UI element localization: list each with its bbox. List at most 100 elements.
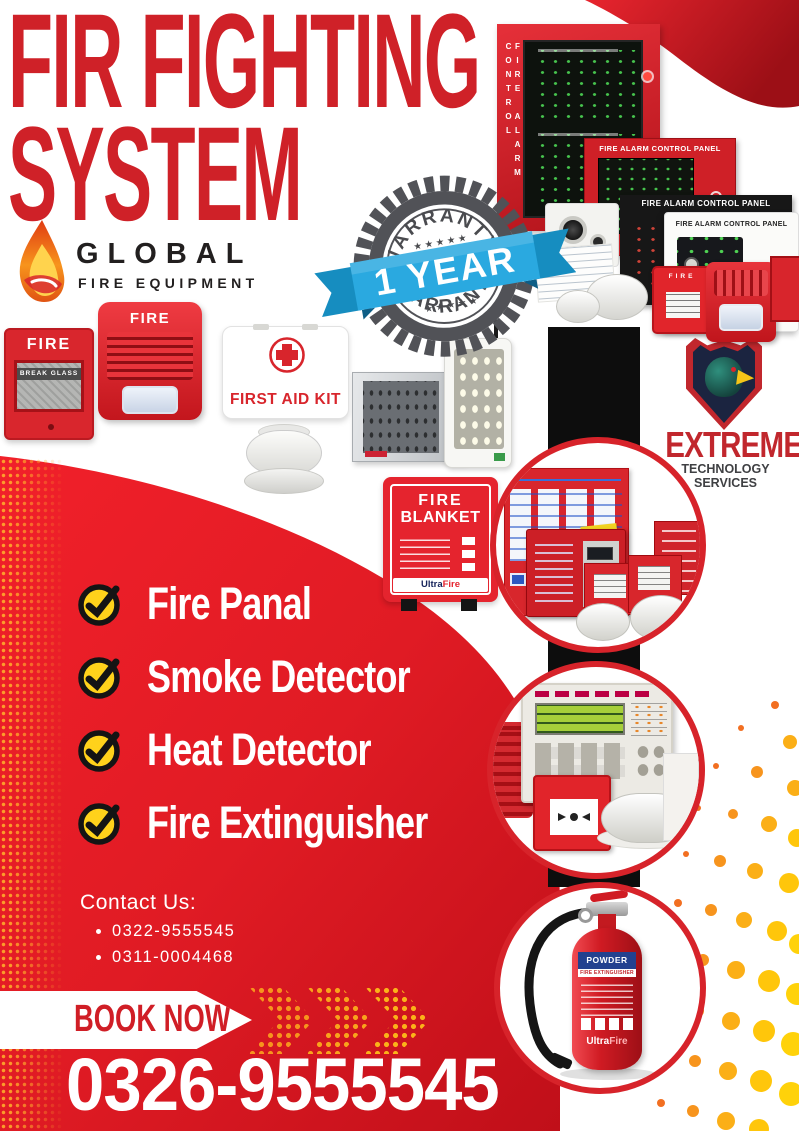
fire-cabinet <box>770 256 799 322</box>
first-aid-label: FIRST AID KIT <box>230 391 341 408</box>
sounder-ridges <box>714 270 768 296</box>
product-circle-addressable-panel <box>487 661 705 879</box>
kit-notch <box>302 324 318 330</box>
blanket-brand-b: Fire <box>442 579 461 590</box>
extinguisher-valve <box>586 902 628 916</box>
display-window <box>510 573 526 586</box>
heat-detector <box>576 603 630 641</box>
check-icon <box>78 657 120 699</box>
feature-label: Fire Extinguisher <box>147 796 428 848</box>
break-glass-title: FIRE <box>26 336 72 353</box>
blanket-title-line2: BLANKET <box>400 509 481 526</box>
sounder-slats <box>107 332 193 380</box>
blanket-brand-a: Ultra <box>420 579 443 590</box>
breaker-rows <box>363 381 439 453</box>
panel-tag <box>365 451 387 457</box>
hose-icon <box>524 907 597 1070</box>
feature-label: Smoke Detector <box>147 650 411 702</box>
flame-icon <box>19 220 65 302</box>
led-grid <box>454 349 504 449</box>
extinguisher-brand-a: Ultra <box>586 1036 610 1047</box>
panel-stripe <box>509 479 621 481</box>
bullet-icon <box>96 929 101 934</box>
call-point-label: FIRE <box>668 273 696 280</box>
eagle-beak <box>736 369 755 388</box>
extinguisher-neck <box>598 914 616 932</box>
lcd-display <box>535 703 625 735</box>
strobe-lens <box>122 386 178 414</box>
call-point-window <box>638 566 670 590</box>
panel-header-marks <box>535 691 655 697</box>
panel-side-label: FIRE ALARM CONTROL <box>504 42 522 182</box>
feature-item: Fire Panal <box>75 578 352 628</box>
break-glass-sublabel: BREAK GLASS <box>17 368 81 380</box>
pressure-gauge-icon <box>578 908 593 923</box>
white-module <box>663 753 699 841</box>
blanket-text-lines <box>400 537 450 569</box>
contact-block: Contact Us: 0322-9555545 0311-0004468 <box>80 891 235 967</box>
call-point: FIRE <box>652 266 712 334</box>
check-icon <box>78 730 120 772</box>
extinguisher-type-label: POWDER <box>578 952 636 969</box>
partner-subtitle: TECHNOLOGY SERVICES <box>681 462 770 490</box>
check-icon <box>78 803 120 845</box>
led-grid <box>532 49 636 122</box>
blanket-pictograms <box>462 535 475 571</box>
call-point-window <box>666 292 700 318</box>
extinguisher-sublabel: FIRE EXTINGUISHER <box>578 969 636 977</box>
call-point-window <box>594 574 626 598</box>
title-line2: SYSTEM <box>8 99 303 249</box>
eagle-eye <box>731 367 736 372</box>
panel-header-label: FIRE ALARM CONTROL PANEL <box>675 221 788 228</box>
extinguisher-brand: UltraFire <box>574 1036 640 1047</box>
smoke-detector <box>630 595 692 641</box>
panel-header-label: FIRE ALARM CONTROL PANEL <box>641 199 771 208</box>
light-sticker <box>494 453 505 461</box>
product-circle-extinguisher: POWDER FIRE EXTINGUISHER UltraFire <box>494 882 706 1094</box>
sounder-strobe <box>706 262 776 342</box>
display-window <box>587 547 613 560</box>
book-now-label: BOOK NOW <box>74 998 231 1040</box>
fire-blanket: FIRE BLANKET UltraFire <box>383 477 498 611</box>
red-cross-icon <box>269 337 305 373</box>
smoke-detector <box>556 290 600 323</box>
fire-sounder: FIRE <box>98 302 202 420</box>
extinguisher-brand-b: Fire <box>609 1036 628 1047</box>
press-here-arrows-icon <box>558 813 590 821</box>
feature-item: Fire Extinguisher <box>75 797 498 847</box>
partner-name: EXTREME <box>665 424 799 465</box>
drop-shadow <box>560 1068 656 1080</box>
smoke-detector <box>244 424 324 496</box>
eagle-icon <box>705 357 743 397</box>
title-line1: FIR FIGHTING <box>8 0 481 136</box>
strobe-lens <box>719 304 763 331</box>
shield-icon <box>686 338 762 430</box>
partner-logo: EXTREME TECHNOLOGY SERVICES <box>652 338 799 490</box>
contact-heading: Contact Us: <box>80 891 197 914</box>
light-body <box>444 338 512 468</box>
panel-header-label: FIRE ALARM CONTROL PANEL <box>599 144 721 153</box>
product-circle-panels <box>490 437 706 653</box>
book-now-banner: BOOK NOW <box>0 991 252 1049</box>
check-icon <box>78 584 120 626</box>
screw-icon <box>48 424 54 430</box>
blanket-brand: UltraFire <box>393 578 488 592</box>
phone-number: 0311-0004468 <box>112 948 235 966</box>
feature-label: Heat Detector <box>147 723 371 775</box>
shield-inner <box>693 345 755 423</box>
dots-pattern <box>657 701 799 1131</box>
power-distribution-panel <box>352 372 464 462</box>
contact-phone-2: 0311-0004468 <box>96 948 235 967</box>
break-glass-unit: FIRE BREAK GLASS <box>4 328 94 440</box>
blanket-tab <box>461 599 477 611</box>
phone-number: 0322-9555545 <box>112 922 236 940</box>
nav-buttons <box>635 743 667 779</box>
feature-item: Smoke Detector <box>75 651 476 701</box>
label-pictograms <box>581 1018 633 1030</box>
sounder-label: FIRE <box>129 310 171 327</box>
feature-label: Fire Panal <box>147 577 312 629</box>
brand-name: GLOBAL <box>76 238 253 270</box>
page-title: FIR FIGHTING SYSTEM <box>8 0 481 249</box>
